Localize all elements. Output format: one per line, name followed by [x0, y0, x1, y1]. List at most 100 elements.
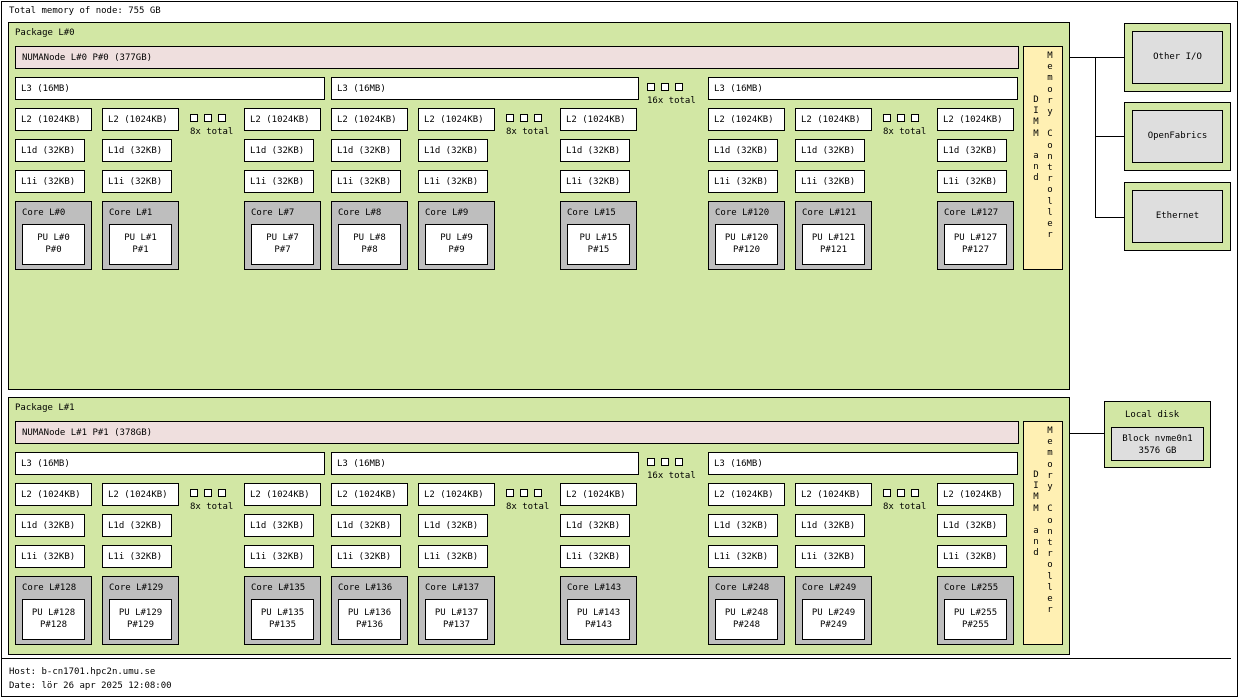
numa-node[interactable]: NUMANode L#0 P#0 (377GB)	[15, 46, 1019, 69]
l1i-cache[interactable]: L1i (32KB)	[708, 170, 778, 193]
l2-cache[interactable]: L2 (1024KB)	[560, 483, 637, 506]
l1i-cache[interactable]: L1i (32KB)	[560, 170, 630, 193]
l3-cache[interactable]: L3 (16MB)	[331, 452, 639, 475]
l1d-cache[interactable]: L1d (32KB)	[418, 514, 488, 537]
l1d-cache[interactable]: L1d (32KB)	[331, 139, 401, 162]
l1i-cache[interactable]: L1i (32KB)	[418, 545, 488, 568]
l1d-cache[interactable]: L1d (32KB)	[15, 514, 85, 537]
l3-cache[interactable]: L3 (16MB)	[15, 452, 325, 475]
l2-cache[interactable]: L2 (1024KB)	[418, 483, 495, 506]
l1i-cache[interactable]: L1i (32KB)	[244, 545, 314, 568]
l2-cache[interactable]: L2 (1024KB)	[102, 483, 179, 506]
l1i-cache[interactable]: L1i (32KB)	[331, 170, 401, 193]
l2-cache[interactable]: L2 (1024KB)	[244, 108, 321, 131]
l1i-cache[interactable]: L1i (32KB)	[795, 170, 865, 193]
l1i-cache[interactable]: L1i (32KB)	[244, 170, 314, 193]
l3-cache[interactable]: L3 (16MB)	[15, 77, 325, 100]
l1i-cache[interactable]: L1i (32KB)	[560, 545, 630, 568]
l3-cache[interactable]: L3 (16MB)	[331, 77, 639, 100]
l2-cache[interactable]: L2 (1024KB)	[795, 108, 872, 131]
ethernet-device[interactable]: Ethernet	[1124, 182, 1231, 251]
l2-cache[interactable]: L2 (1024KB)	[560, 108, 637, 131]
l2-cache[interactable]: L2 (1024KB)	[331, 483, 408, 506]
l1i-cache[interactable]: L1i (32KB)	[795, 545, 865, 568]
l1i-cache[interactable]: L1i (32KB)	[15, 545, 85, 568]
l2-cache[interactable]: L2 (1024KB)	[418, 108, 495, 131]
l2-cache[interactable]: L2 (1024KB)	[15, 483, 92, 506]
l3-cache[interactable]: L3 (16MB)	[708, 77, 1018, 100]
l2-cache[interactable]: L2 (1024KB)	[937, 108, 1014, 131]
l1i-cache[interactable]: L1i (32KB)	[331, 545, 401, 568]
l2-cache[interactable]: L2 (1024KB)	[102, 108, 179, 131]
block-device[interactable]: Block nvme0n1 3576 GB	[1111, 427, 1204, 461]
l1d-cache[interactable]: L1d (32KB)	[708, 139, 778, 162]
l1d-cache[interactable]: L1d (32KB)	[708, 514, 778, 537]
l1i-cache[interactable]: L1i (32KB)	[708, 545, 778, 568]
l2-cache[interactable]: L2 (1024KB)	[708, 483, 785, 506]
l1i-cache[interactable]: L1i (32KB)	[937, 170, 1007, 193]
l1i-cache[interactable]: L1i (32KB)	[15, 170, 85, 193]
l2-cache[interactable]: L2 (1024KB)	[244, 483, 321, 506]
other-io-device[interactable]: Other I/O	[1124, 23, 1231, 92]
l1i-cache[interactable]: L1i (32KB)	[937, 545, 1007, 568]
openfabrics-device[interactable]: OpenFabrics	[1124, 102, 1231, 171]
l2-cache[interactable]: L2 (1024KB)	[331, 108, 408, 131]
l1d-cache[interactable]: L1d (32KB)	[244, 139, 314, 162]
l1d-cache[interactable]: L1d (32KB)	[795, 514, 865, 537]
l2-cache[interactable]: L2 (1024KB)	[708, 108, 785, 131]
l1i-cache[interactable]: L1i (32KB)	[418, 170, 488, 193]
l1d-cache[interactable]: L1d (32KB)	[244, 514, 314, 537]
l1d-cache[interactable]: L1d (32KB)	[937, 139, 1007, 162]
numa-node[interactable]: NUMANode L#1 P#1 (378GB)	[15, 421, 1019, 444]
l1d-cache[interactable]: L1d (32KB)	[331, 514, 401, 537]
l1d-cache[interactable]: L1d (32KB)	[15, 139, 85, 162]
l1d-cache[interactable]: L1d (32KB)	[560, 514, 630, 537]
l1d-cache[interactable]: L1d (32KB)	[795, 139, 865, 162]
l1d-cache[interactable]: L1d (32KB)	[560, 139, 630, 162]
local-disk-device[interactable]: Local disk Block nvme0n1 3576 GB	[1104, 401, 1211, 468]
l1d-cache[interactable]: L1d (32KB)	[937, 514, 1007, 537]
l3-cache[interactable]: L3 (16MB)	[708, 452, 1018, 475]
l1d-cache[interactable]: L1d (32KB)	[102, 139, 172, 162]
l2-cache[interactable]: L2 (1024KB)	[795, 483, 872, 506]
l1i-cache[interactable]: L1i (32KB)	[102, 170, 172, 193]
l1i-cache[interactable]: L1i (32KB)	[102, 545, 172, 568]
l1d-cache[interactable]: L1d (32KB)	[102, 514, 172, 537]
